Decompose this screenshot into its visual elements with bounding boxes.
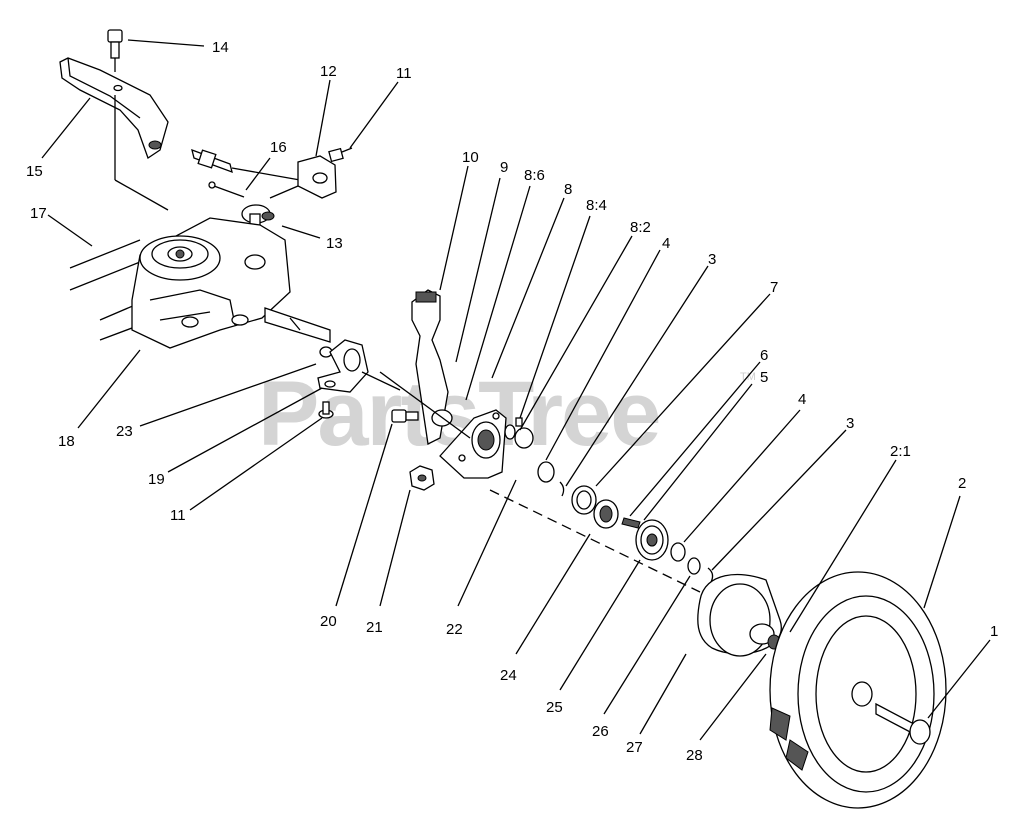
callout-3-lower: 3 — [846, 415, 854, 432]
part-drawings — [59, 29, 947, 809]
callout-3-upper: 3 — [708, 251, 716, 268]
callout-15: 15 — [26, 163, 43, 180]
part-washer-26 — [687, 557, 701, 575]
callout-8-6: 8:6 — [524, 167, 545, 184]
callout-24: 24 — [500, 667, 517, 684]
part-transmission-18 — [131, 217, 331, 349]
part-axle-bolt-1 — [875, 702, 931, 745]
part-gear-25 — [635, 519, 669, 561]
part-bolt-20 — [391, 409, 419, 423]
part-8-4 — [515, 417, 523, 427]
callout-10: 10 — [462, 149, 479, 166]
callout-17: 17 — [30, 205, 47, 222]
callout-9: 9 — [500, 159, 508, 176]
callout-2-1: 2:1 — [890, 443, 911, 460]
callout-8-2: 8:2 — [630, 219, 651, 236]
part-washer-4a — [514, 427, 534, 449]
callout-22: 22 — [446, 621, 463, 638]
callout-16: 16 — [270, 139, 287, 156]
part-bearing-24 — [593, 499, 619, 529]
callout-4-upper: 4 — [662, 235, 670, 252]
callout-20: 20 — [320, 613, 337, 630]
part-wheel-2 — [769, 571, 947, 809]
callout-28: 28 — [686, 747, 703, 764]
callout-4-lower: 4 — [798, 391, 806, 408]
callout-23: 23 — [116, 423, 133, 440]
part-bearing-7 — [571, 485, 597, 515]
callout-5: 5 — [760, 369, 768, 386]
part-nut-21 — [409, 465, 435, 491]
part-hubcap-27 — [697, 573, 782, 657]
part-plate-22 — [439, 409, 507, 479]
callout-14: 14 — [212, 39, 229, 56]
part-bracket-15 — [59, 57, 169, 211]
callout-13: 13 — [326, 235, 343, 252]
callout-18: 18 — [58, 433, 75, 450]
callout-21: 21 — [366, 619, 383, 636]
callout-1: 1 — [990, 623, 998, 640]
part-screw-11-top — [328, 147, 353, 163]
callout-11-top: 11 — [396, 65, 412, 82]
part-bolt-14 — [107, 29, 123, 72]
callout-2: 2 — [958, 475, 966, 492]
callout-labels: 14 12 11 16 15 17 13 10 9 8:6 8 8:4 8:2 … — [26, 39, 998, 764]
callout-8-4: 8:4 — [586, 197, 607, 214]
callout-19: 19 — [148, 471, 165, 488]
part-clip-3a — [559, 481, 565, 497]
leader-lines — [41, 39, 991, 741]
callout-26: 26 — [592, 723, 609, 740]
part-bracket-19 — [317, 339, 401, 393]
part-washer-8-2 — [537, 461, 555, 483]
callout-12: 12 — [320, 63, 337, 80]
part-bracket-12 — [269, 155, 337, 199]
callout-6: 6 — [760, 347, 768, 364]
callout-8: 8 — [564, 181, 572, 198]
callout-7: 7 — [770, 279, 778, 296]
part-cable-16 — [191, 148, 301, 198]
callout-27: 27 — [626, 739, 643, 756]
callout-11-bottom: 11 — [170, 507, 186, 524]
part-key-5 — [621, 517, 641, 529]
part-8-6 — [504, 424, 516, 440]
part-screw-11-bottom — [318, 401, 334, 419]
part-washer-4b — [670, 542, 686, 562]
callout-25: 25 — [546, 699, 563, 716]
